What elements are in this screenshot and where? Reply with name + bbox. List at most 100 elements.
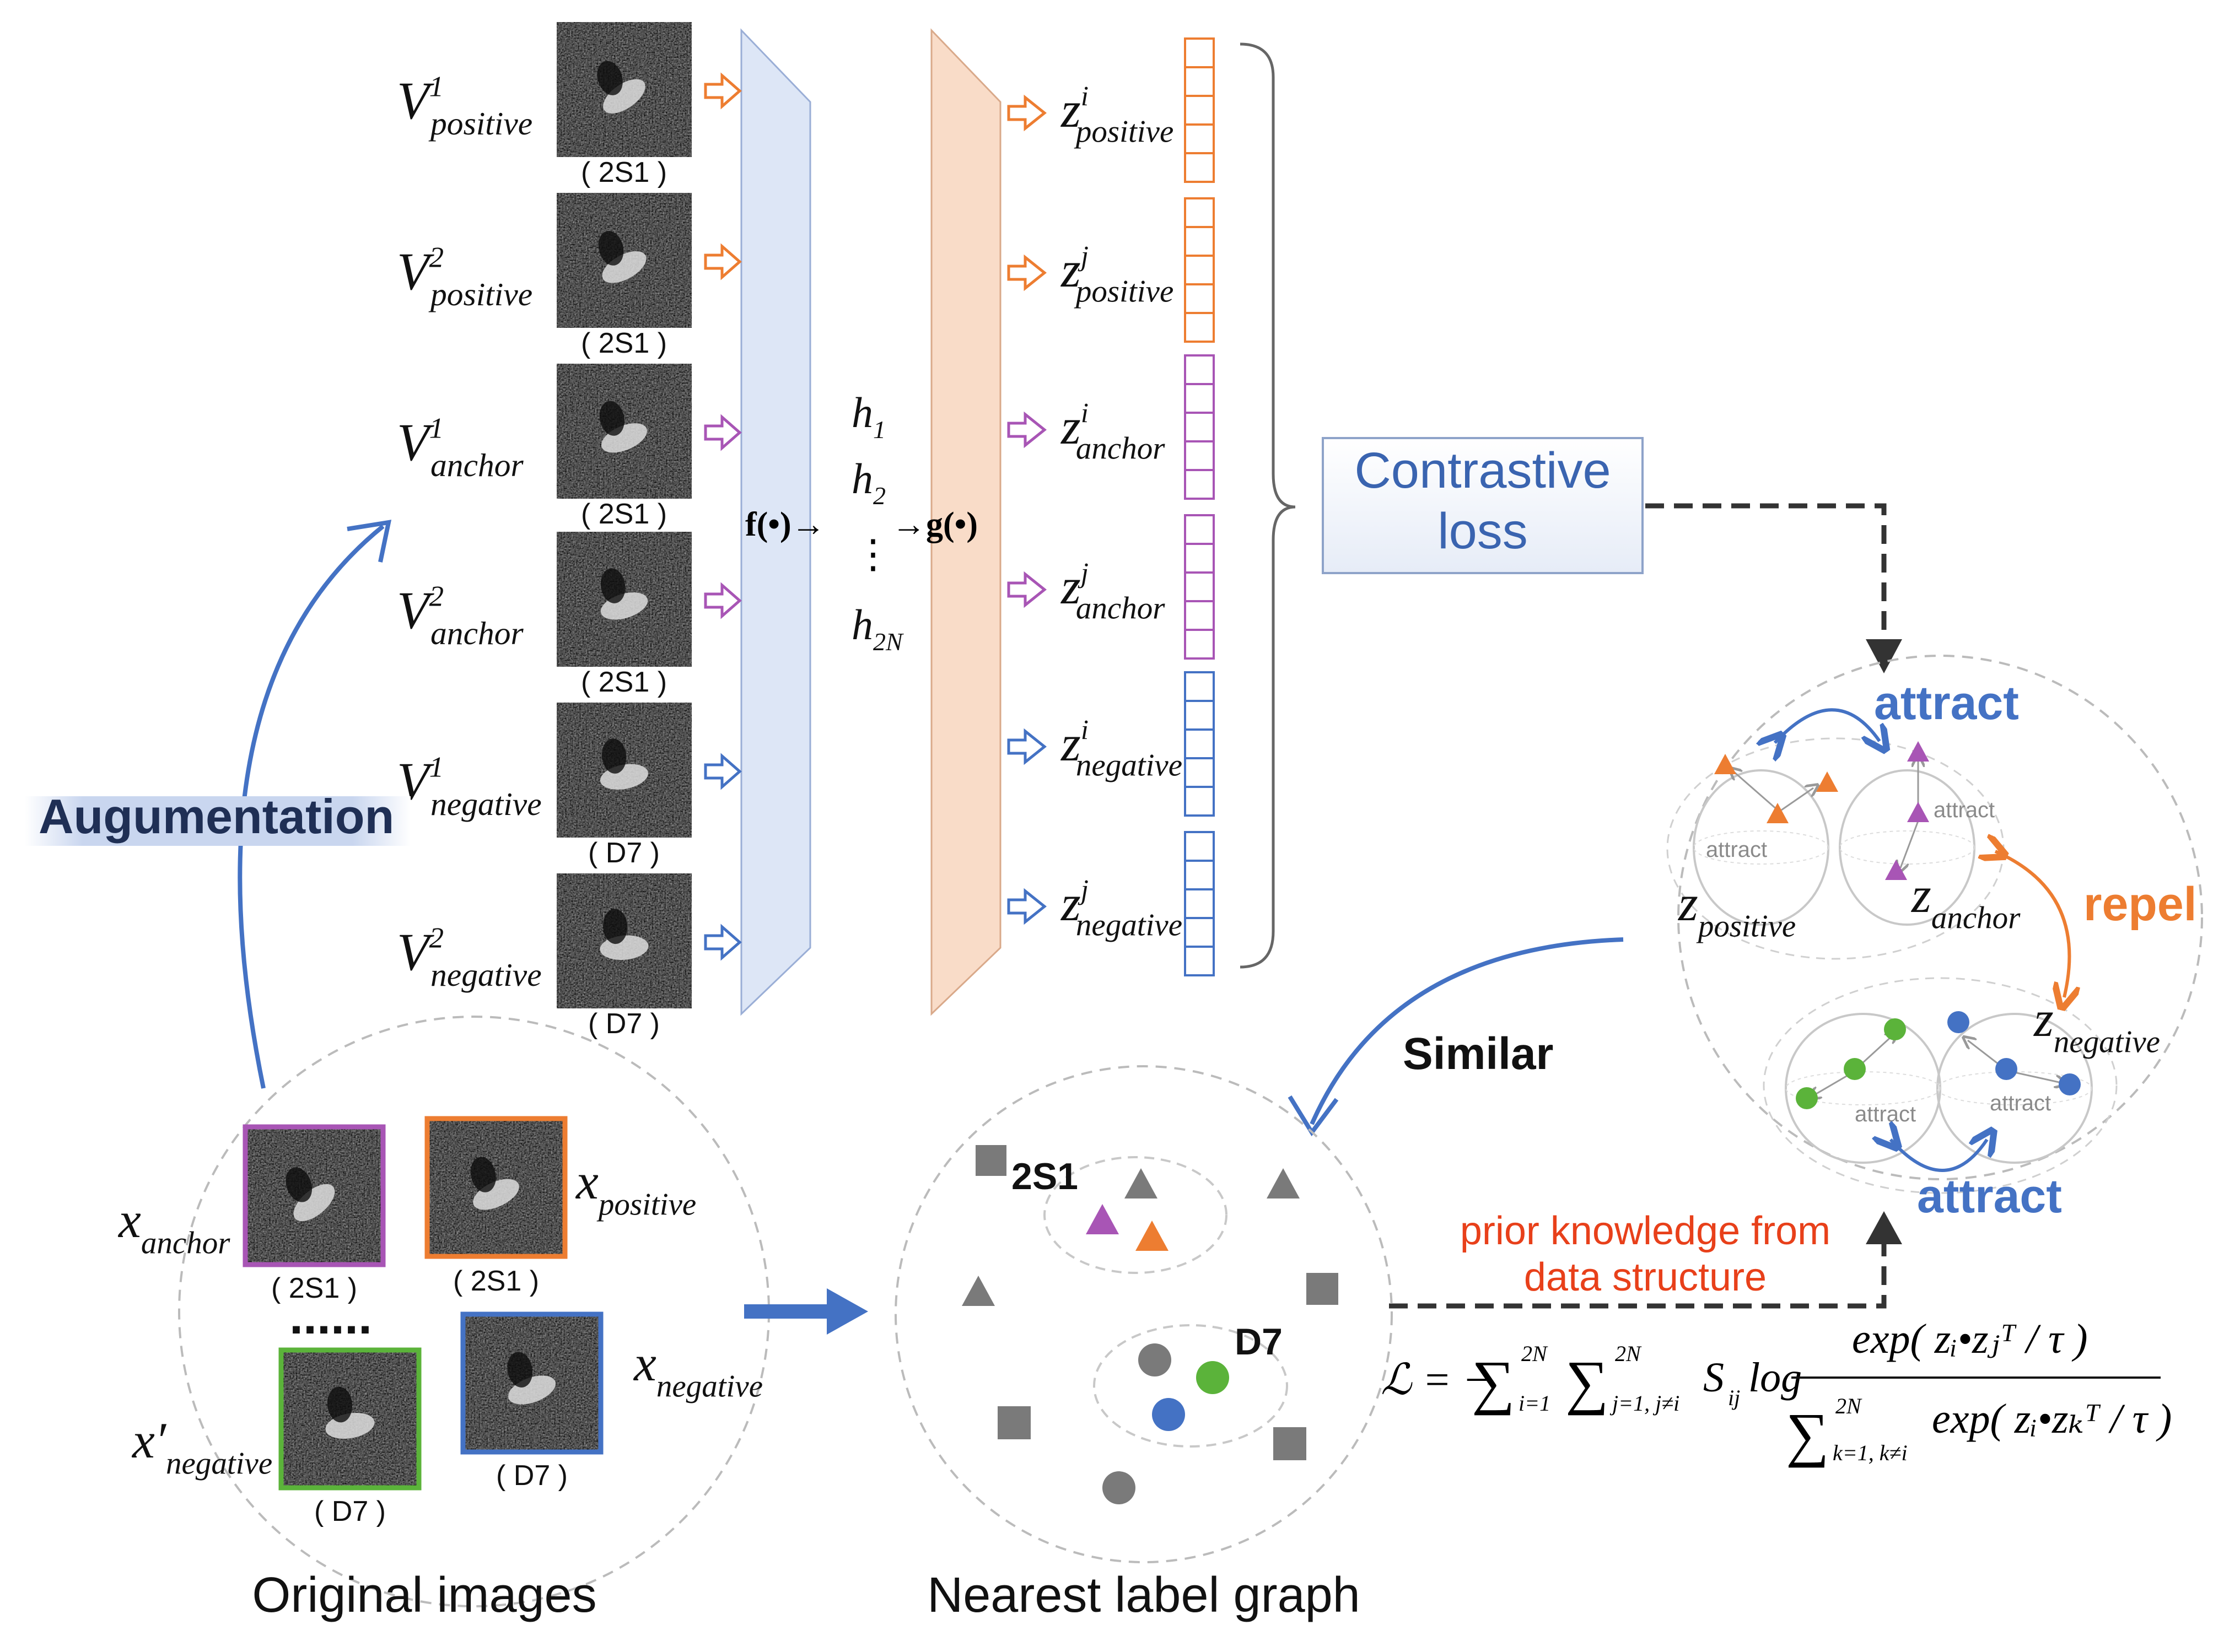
augmentation-arrowhead	[347, 520, 392, 563]
proj-vector-cell	[1184, 514, 1215, 545]
formula-s-sub: ij	[1728, 1385, 1740, 1410]
similar-label: Similar	[1403, 1029, 1553, 1079]
graph-square-node	[976, 1145, 1006, 1176]
proj-arrow-5	[1007, 728, 1047, 765]
proj-arrow-2	[1007, 254, 1047, 291]
proj-label-1-sub: positive	[1074, 115, 1173, 149]
proj-vector-cell	[1184, 440, 1215, 471]
encoder-f-label: f(•)→	[745, 506, 826, 543]
latent-z-anchor-base: z	[1910, 867, 1931, 923]
graph-anchor-node	[1086, 1204, 1119, 1234]
proj-label-2-base: z	[1060, 241, 1081, 298]
view-image-6	[557, 873, 692, 1008]
view-to-encoder-arrow-5	[704, 753, 742, 790]
proj-vector-cell	[1184, 255, 1215, 285]
proj-label-3-sub: anchor	[1076, 431, 1165, 466]
graph-cluster-D7	[1093, 1324, 1288, 1448]
latent-z-positive: zpositive	[1677, 875, 1796, 943]
view-to-encoder-arrow-4	[704, 582, 742, 619]
graph-class-D7: D7	[1235, 1321, 1283, 1363]
proj-vector-cell	[1184, 123, 1215, 154]
view-tag-3: ( 2S1 )	[581, 498, 667, 530]
original-ellipsis: ......	[289, 1289, 372, 1345]
original-negative-label-sub: negative	[656, 1369, 763, 1403]
latent-equator	[1839, 830, 1975, 865]
original-positive-label: xpositive	[575, 1153, 696, 1222]
proj-vector-cell	[1184, 860, 1215, 890]
formula-sum1-top: 2N	[1521, 1341, 1548, 1366]
original-negative2-image	[278, 1347, 422, 1491]
hidden-rep-base: h	[852, 388, 873, 436]
hidden-rep-sub: 1	[873, 415, 886, 444]
encoder-f-panel	[740, 28, 811, 1016]
proj-vector-cell	[1184, 226, 1215, 257]
formula-den-sum-bot: k=1, k≠i	[1833, 1440, 1908, 1465]
proj-arrow-3	[1007, 411, 1047, 449]
proj-label-1-base: z	[1060, 82, 1081, 138]
latent-z-negative-base: z	[2033, 991, 2054, 1047]
original-negative-image-frame	[460, 1311, 604, 1455]
proj-arrow-1	[1007, 94, 1047, 132]
proj-vector-cell	[1184, 283, 1215, 314]
view-label-2-base: V	[397, 242, 434, 301]
proj-label-3-base: z	[1060, 398, 1081, 455]
view-label-2-sub: positive	[428, 276, 532, 312]
view-label-2-sup: 2	[429, 242, 444, 274]
graph-positive-node	[1135, 1221, 1169, 1251]
view-tag-1: ( 2S1 )	[581, 156, 667, 188]
proj-label-5-sup: i	[1081, 714, 1089, 745]
repel-arrow	[1995, 851, 2069, 997]
latent-points	[1714, 741, 2081, 1109]
view-label-1-sup: 1	[429, 71, 444, 103]
view-label-3-sub: anchor	[430, 447, 524, 483]
original-anchor-label-base: x	[117, 1192, 141, 1248]
view-to-encoder-arrow-3	[704, 414, 742, 451]
original-anchor-image	[243, 1124, 386, 1267]
proj-vector-cell	[1184, 946, 1215, 976]
original-anchor-label-sub: anchor	[141, 1225, 230, 1260]
latent-negative-green-point	[1884, 1018, 1906, 1040]
nearest-label-graph-title: Nearest label graph	[927, 1568, 1360, 1623]
view-tag-6: ( D7 )	[588, 1008, 660, 1040]
view-label-5-sub: negative	[430, 786, 542, 822]
latent-bottom-group	[1763, 977, 2118, 1194]
augmentation-arrow	[238, 524, 385, 1089]
similar-arrowhead	[1288, 1095, 1339, 1137]
repel-label: repel	[2083, 878, 2197, 931]
proj-vector-cell	[1184, 571, 1215, 602]
proj-label-1-sup: i	[1081, 80, 1089, 111]
proj-vector-cell	[1184, 888, 1215, 919]
formula-den-sum-top: 2N	[1835, 1394, 1862, 1418]
proj-vector-cell	[1184, 629, 1215, 660]
latent-inner-attract-1: attract	[1706, 838, 1767, 862]
original-positive-label-sub: positive	[596, 1187, 696, 1222]
latent-z-anchor: zanchor	[1910, 867, 2021, 935]
latent-anchor-point	[1907, 802, 1929, 822]
latent-equator	[1785, 1071, 1941, 1105]
graph-negative-blue-node	[1152, 1398, 1185, 1431]
proj-vector-cell	[1184, 700, 1215, 731]
proj-label-3-sup: i	[1081, 397, 1089, 428]
proj-vector-cell	[1184, 312, 1215, 343]
loss-to-latent-connector	[1645, 503, 1887, 639]
view-label-3-base: V	[397, 413, 434, 472]
proj-vector-cell	[1184, 412, 1215, 442]
original-anchor-image-shadow	[286, 1167, 313, 1202]
view-image-1-target	[603, 79, 645, 114]
view-image-1	[557, 22, 692, 157]
proj-label-6-sup: j	[1078, 874, 1089, 905]
latent-z-anchor-sub: anchor	[1931, 900, 2021, 935]
proj-arrow-6	[1007, 888, 1047, 925]
graph-triangle-node	[1267, 1168, 1300, 1198]
proj-vector-cell	[1184, 354, 1215, 385]
